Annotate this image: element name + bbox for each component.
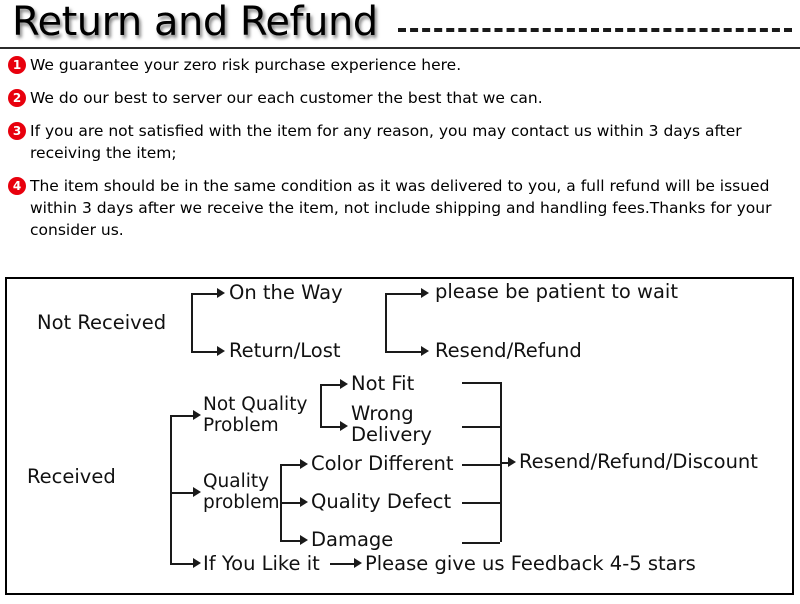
arrow-head-icon <box>354 558 362 568</box>
connector-line <box>170 492 195 494</box>
connector-line <box>280 464 302 466</box>
connector-line <box>191 293 193 351</box>
list-number-badge: 2 <box>8 89 26 107</box>
flowchart-container: Not Received On the Way Return/Lost plea… <box>5 277 794 595</box>
flow-node-quality-defect: Quality Defect <box>311 490 452 513</box>
connector-line <box>385 293 387 351</box>
flow-node-return-lost: Return/Lost <box>229 339 341 362</box>
connector-line <box>500 462 510 464</box>
title-dashed-rule <box>398 28 792 32</box>
flow-node-on-the-way: On the Way <box>229 281 343 304</box>
flow-node-damage: Damage <box>311 528 394 551</box>
arrow-head-icon <box>300 459 308 469</box>
connector-line <box>330 563 356 565</box>
flow-node-resend-refund-discount: Resend/Refund/Discount <box>519 450 758 473</box>
list-item-text: The item should be in the same condition… <box>30 177 772 239</box>
arrow-head-icon <box>193 487 201 497</box>
list-number-badge: 3 <box>8 122 26 140</box>
connector-line <box>280 540 302 542</box>
connector-line <box>170 563 195 565</box>
connector-line <box>462 426 500 428</box>
flow-node-quality-problem: Quality problem <box>203 471 280 513</box>
arrow-head-icon <box>340 421 348 431</box>
arrow-head-icon <box>217 346 225 356</box>
flow-node-received: Received <box>27 465 116 488</box>
list-item: 2 We do our best to server our each cust… <box>0 87 800 109</box>
connector-line <box>170 415 172 563</box>
connector-line <box>320 384 322 426</box>
list-number-badge: 4 <box>8 177 26 195</box>
connector-line <box>280 502 302 504</box>
arrow-head-icon <box>193 410 201 420</box>
list-item: 1 We guarantee your zero risk purchase e… <box>0 54 800 76</box>
connector-line <box>191 351 219 353</box>
connector-line <box>462 502 500 504</box>
arrow-head-icon <box>217 288 225 298</box>
flow-node-resend-refund: Resend/Refund <box>435 339 582 362</box>
connector-line <box>320 426 342 428</box>
page-title: Return and Refund <box>12 0 378 45</box>
arrow-head-icon <box>421 288 429 298</box>
flow-node-if-you-like-it: If You Like it <box>203 552 320 575</box>
policy-list: 1 We guarantee your zero risk purchase e… <box>0 54 800 252</box>
arrow-head-icon <box>300 497 308 507</box>
connector-line <box>191 293 219 295</box>
connector-line <box>170 415 195 417</box>
connector-line <box>385 293 423 295</box>
flow-node-feedback: Please give us Feedback 4-5 stars <box>365 552 696 575</box>
list-item-text: If you are not satisfied with the item f… <box>30 122 742 162</box>
arrow-head-icon <box>508 457 516 467</box>
list-item-text: We guarantee your zero risk purchase exp… <box>30 56 462 74</box>
connector-line <box>320 384 342 386</box>
flow-node-wrong-delivery: Wrong Delivery <box>351 402 432 446</box>
page-header: Return and Refund <box>0 0 800 52</box>
list-item: 4 The item should be in the same conditi… <box>0 175 800 241</box>
connector-line <box>462 464 500 466</box>
header-divider <box>0 47 800 49</box>
connector-line <box>462 542 500 544</box>
flow-node-not-quality-problem: Not Quality Problem <box>203 394 308 436</box>
arrow-head-icon <box>340 379 348 389</box>
list-item: 3 If you are not satisfied with the item… <box>0 120 800 164</box>
arrow-head-icon <box>421 346 429 356</box>
flow-node-please-wait: please be patient to wait <box>435 280 678 303</box>
arrow-head-icon <box>193 558 201 568</box>
list-item-text: We do our best to server our each custom… <box>30 89 543 107</box>
arrow-head-icon <box>300 535 308 545</box>
connector-line <box>385 351 423 353</box>
connector-line <box>462 382 500 384</box>
flow-node-not-received: Not Received <box>37 311 167 334</box>
flow-node-color-different: Color Different <box>311 452 454 475</box>
list-number-badge: 1 <box>8 56 26 74</box>
flow-node-not-fit: Not Fit <box>351 372 415 395</box>
